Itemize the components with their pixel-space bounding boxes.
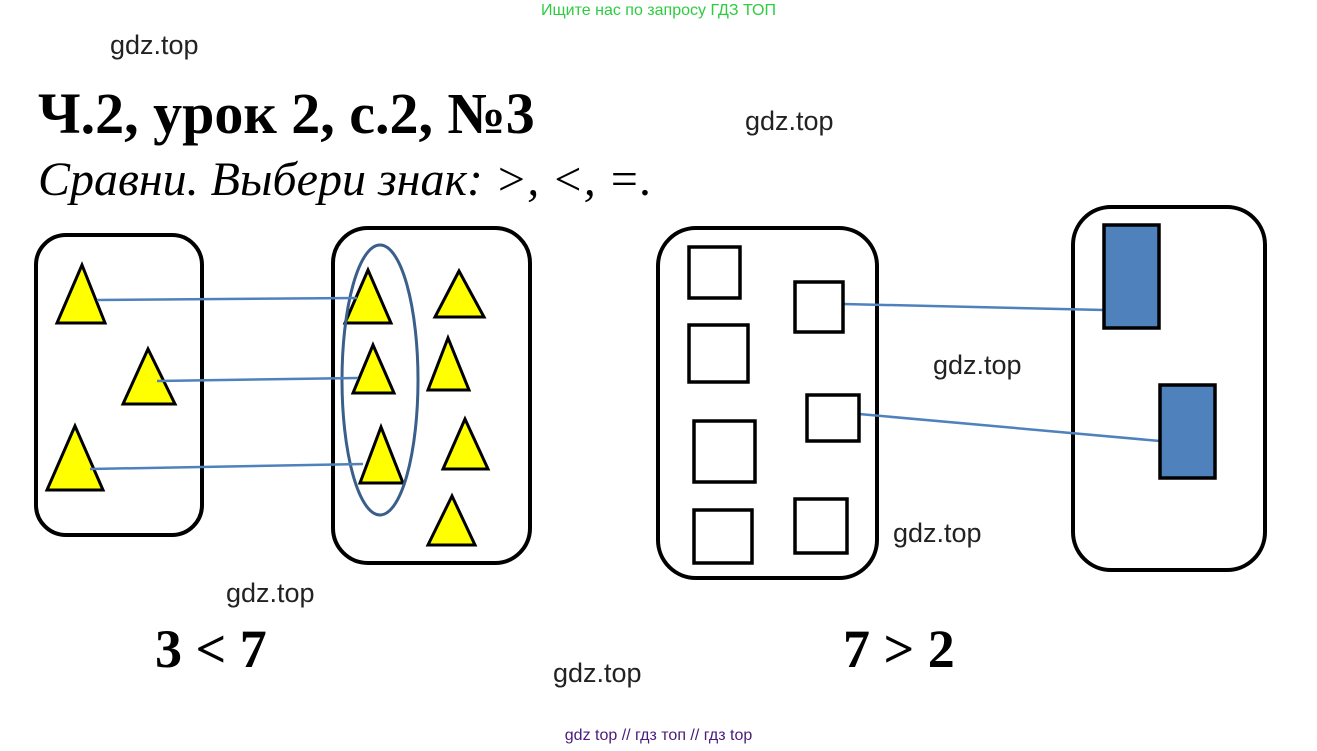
squares-set-box bbox=[656, 226, 879, 580]
triangle bbox=[440, 415, 491, 471]
match-line bbox=[89, 462, 364, 471]
match-line bbox=[842, 302, 1105, 312]
triangle bbox=[425, 333, 472, 392]
left-set-box bbox=[34, 233, 204, 537]
blue-rectangle bbox=[1102, 223, 1161, 330]
triangle bbox=[342, 266, 394, 325]
match-line bbox=[156, 376, 359, 383]
square bbox=[687, 245, 742, 300]
match-line bbox=[96, 296, 358, 302]
square bbox=[692, 508, 754, 565]
triangle bbox=[425, 492, 478, 547]
watermark: gdz.top bbox=[933, 350, 1022, 380]
page-title: Ч.2, урок 2, с.2, №3 bbox=[38, 81, 535, 146]
watermark: gdz.top bbox=[226, 578, 315, 608]
rects-set-box bbox=[1071, 205, 1267, 572]
triangle bbox=[350, 341, 397, 395]
match-line bbox=[858, 412, 1161, 443]
watermark: gdz.top bbox=[893, 518, 982, 548]
watermark: gdz.top bbox=[745, 106, 834, 136]
square bbox=[793, 497, 849, 555]
square bbox=[687, 323, 750, 384]
triangle-set-box bbox=[331, 226, 532, 565]
footer-links[interactable]: gdz top // гдз топ // гдз top bbox=[564, 727, 753, 744]
square bbox=[805, 393, 861, 443]
top-banner[interactable]: Ищите нас по запросу ГДЗ ТОП bbox=[541, 2, 776, 19]
grouping-ellipse bbox=[340, 243, 420, 517]
watermark: gdz.top bbox=[110, 30, 199, 60]
triangle bbox=[44, 422, 106, 492]
answer-left: 3 < 7 bbox=[155, 619, 267, 679]
answer-right: 7 > 2 bbox=[843, 619, 955, 679]
task-text: Сравни. Выбери знак: >, <, =. bbox=[38, 153, 653, 206]
square bbox=[793, 280, 845, 334]
triangle bbox=[432, 267, 487, 319]
square bbox=[692, 419, 757, 484]
triangle bbox=[54, 261, 108, 325]
triangle bbox=[357, 422, 406, 485]
blue-rectangle bbox=[1158, 383, 1217, 480]
triangle bbox=[120, 345, 178, 406]
watermark: gdz.top bbox=[553, 658, 642, 688]
